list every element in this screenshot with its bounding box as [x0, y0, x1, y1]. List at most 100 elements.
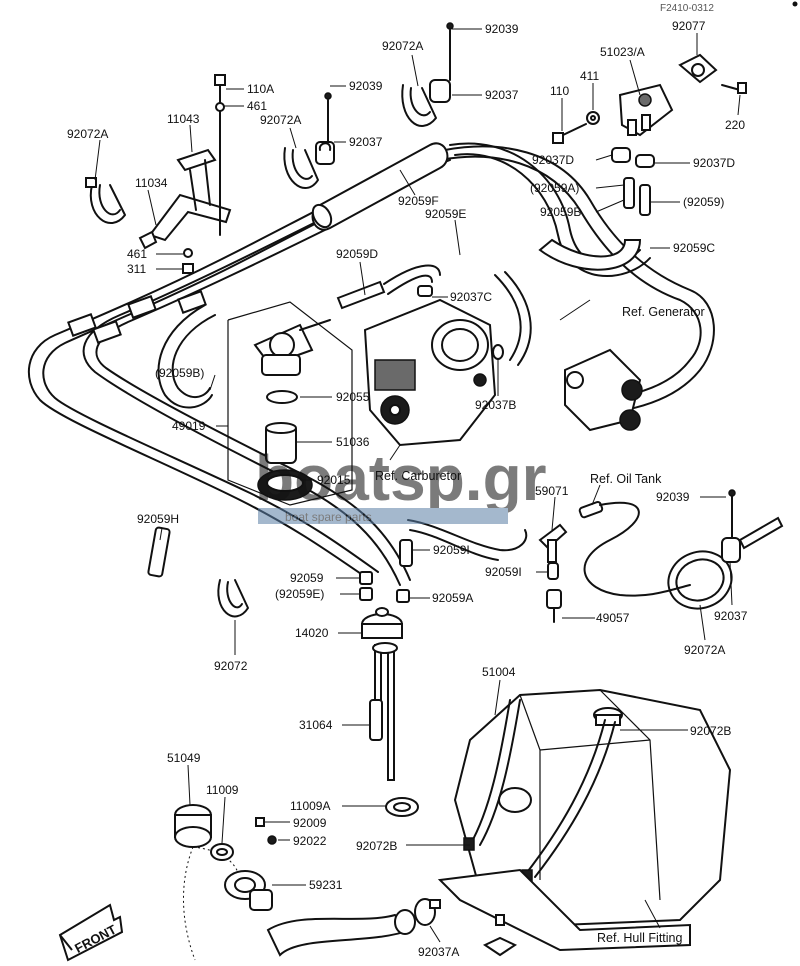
- label-92037-mid: 92037: [349, 135, 383, 149]
- bolt-110: [552, 123, 587, 144]
- clamp-92072A-mid: [283, 147, 319, 189]
- svg-text:boatsp.gr: boatsp.gr: [255, 442, 547, 514]
- label-ref-hull-fitting: Ref. Hull Fitting: [597, 931, 682, 945]
- label-92037A: 92037A: [418, 945, 459, 959]
- label-92072A-left: 92072A: [67, 127, 108, 141]
- label-110A: 110A: [247, 82, 274, 96]
- bracket-11034: [138, 193, 232, 250]
- hoses-92059-small: [623, 177, 651, 216]
- pickup-31064: [369, 642, 398, 781]
- label-92037D-l: 92037D: [532, 153, 574, 167]
- filler-hose: [266, 909, 416, 957]
- hull-base-plate: [437, 868, 691, 952]
- label-92059-p: (92059): [683, 195, 724, 209]
- hose-92059H: [147, 526, 171, 578]
- clamp-92072A-top: [401, 84, 437, 127]
- label-92072A-top: 92072A: [382, 39, 423, 53]
- label-92037-top: 92037: [485, 88, 519, 102]
- filler-neck-59231: [224, 870, 273, 911]
- label-92077: 92077: [672, 19, 706, 33]
- label-92015: 92015: [317, 473, 351, 487]
- label-92059I-a: 92059I: [433, 543, 470, 557]
- bolt-110A: [214, 74, 226, 236]
- clip-92037B: [492, 344, 504, 360]
- label-49019: 49019: [172, 419, 206, 433]
- label-220: 220: [725, 118, 745, 132]
- clamp-92072: [217, 579, 249, 618]
- hose-92059I: [399, 519, 528, 567]
- label-11043: 11043: [167, 112, 200, 126]
- label-14020: 14020: [295, 626, 329, 640]
- bolt-220: [721, 82, 747, 94]
- leader-lines: [94, 28, 741, 943]
- fuel-pump-51023A: [618, 83, 674, 137]
- label-92059E: 92059E: [425, 207, 466, 221]
- label-92059B-p: (92059B): [155, 366, 204, 380]
- label-92059A-p: (92059A): [530, 181, 579, 195]
- joint-59071: [538, 501, 604, 580]
- corner-dot: [792, 1, 798, 7]
- label-411: 411: [580, 69, 599, 83]
- washer-411: [586, 111, 600, 125]
- clip-92037D: [611, 147, 655, 168]
- gasket-11009A: [385, 797, 419, 817]
- label-51023A: 51023/A: [600, 45, 645, 59]
- label-92059E-p: (92059E): [275, 587, 324, 601]
- nut-14020: [361, 607, 403, 639]
- label-11034: 11034: [135, 176, 168, 190]
- hose-92059D: [336, 264, 441, 310]
- clamp-92037A: [414, 898, 441, 926]
- tubes-92059-92059E-92059A: [359, 571, 410, 603]
- label-11009: 11009: [206, 783, 239, 797]
- label-110: 110: [550, 84, 569, 98]
- label-51004: 51004: [482, 665, 516, 679]
- label-92009: 92009: [293, 816, 327, 830]
- label-ref-carburetor: Ref. Carburetor: [375, 469, 461, 483]
- oil-line: [583, 501, 691, 597]
- label-51036: 51036: [336, 435, 370, 449]
- label-92059D: 92059D: [336, 247, 378, 261]
- label-92059F: 92059F: [398, 194, 439, 208]
- fuel-hose-long-lines: [27, 142, 715, 586]
- label-92072B-top: 92072B: [690, 724, 731, 738]
- label-92072: 92072: [214, 659, 248, 673]
- label-92055: 92055: [336, 390, 370, 404]
- label-ref-generator: Ref. Generator: [622, 305, 705, 319]
- figure-code: F2410-0312: [660, 3, 714, 14]
- carburetor-reference: [363, 298, 497, 447]
- label-92037D-r: 92037D: [693, 156, 735, 170]
- label-311: 311: [127, 262, 146, 276]
- label-59071: 59071: [535, 484, 569, 498]
- cap-chain: [183, 846, 241, 961]
- clip-92037C: [417, 285, 433, 297]
- label-461-top: 461: [247, 99, 267, 113]
- filler-cap-51049: [174, 804, 212, 848]
- clamp-92072A-left: [85, 177, 126, 225]
- label-92037B: 92037B: [475, 398, 516, 412]
- hull-fitting: [482, 914, 518, 957]
- label-ref-oil-tank: Ref. Oil Tank: [590, 472, 662, 486]
- filter-49057: [546, 589, 562, 623]
- hose-right-stub: [738, 516, 784, 550]
- clip-92037-right: [721, 489, 741, 563]
- nut-311: [182, 248, 194, 274]
- cap-92077: [678, 53, 718, 84]
- bracket-11043: [176, 148, 217, 211]
- label-92059B: 92059B: [540, 205, 581, 219]
- hose-92059E-lines: [494, 271, 532, 366]
- label-92059: 92059: [290, 571, 324, 585]
- label-11009A: 11009A: [290, 799, 330, 813]
- label-92059I-b: 92059I: [485, 565, 522, 579]
- clip-92037-mid: [315, 92, 335, 165]
- filter-assembly-box: [227, 301, 353, 506]
- label-92072B-bot: 92072B: [356, 839, 397, 853]
- label-92059C: 92059C: [673, 241, 715, 255]
- label-92059A: 92059A: [432, 591, 473, 605]
- label-92039-mid: 92039: [349, 79, 383, 93]
- label-92059H: 92059H: [137, 512, 179, 526]
- svg-text:boat spare parts: boat spare parts: [285, 510, 372, 524]
- label-49057: 49057: [596, 611, 630, 625]
- gasket-11009: [210, 843, 234, 861]
- generator-unit: [564, 348, 643, 432]
